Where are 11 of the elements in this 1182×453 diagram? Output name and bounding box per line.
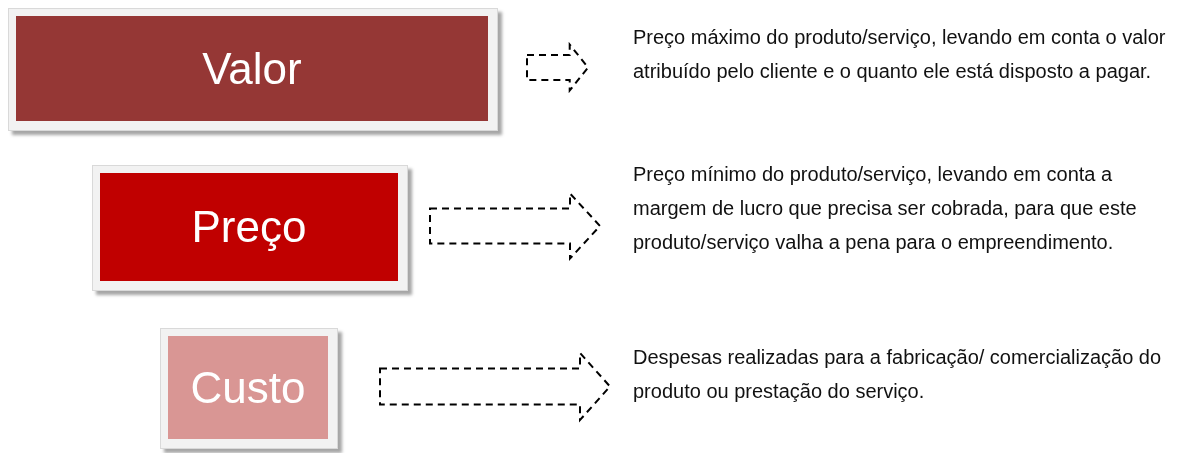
label-box [92,165,408,291]
description-text: Despesas realizadas para a fabricação/ comercialização do produto ou prestação do serviço. [633,340,1178,445]
box-label: Preço [191,202,307,252]
dashed-block-arrow [379,350,612,423]
box-label: Valor [202,43,302,94]
description-text: Preço máximo do produto/serviço, levando em conta o valor atribuído pelo cliente e o quanto ele está disposto a pagar. [633,20,1178,125]
description-text: Preço mínimo do produto/serviço, levando em conta a margem de lucro que precisa ser cobrada, para que este produto/serviço valha a pena para o empreendimento. [633,157,1181,297]
label-box [160,328,338,449]
dashed-block-arrow [526,41,590,94]
label-box [8,8,498,131]
box-label: Custo [190,362,306,413]
